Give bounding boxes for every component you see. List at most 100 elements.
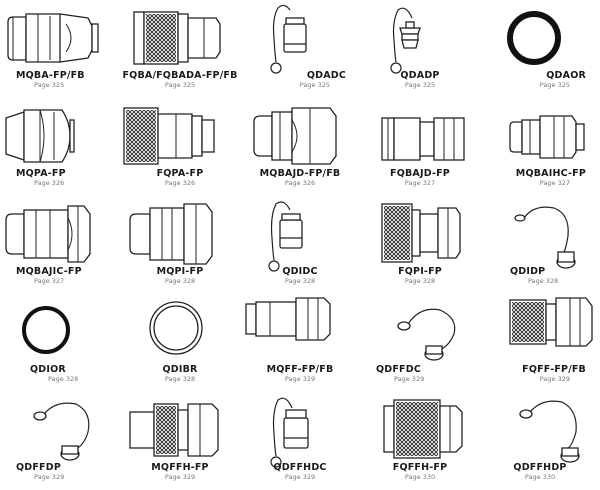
product-item[interactable]: QDIDC Page 328: [240, 196, 360, 294]
o-ring-icon: [22, 306, 70, 354]
dust-cap-icon: [270, 397, 309, 468]
product-page: Page 329: [164, 473, 196, 481]
knurled-coupler-icon: [383, 399, 463, 459]
product-page: Page 329: [394, 375, 425, 383]
product-name: QDFFHDC: [273, 462, 327, 473]
coupler-plug-icon: [253, 107, 337, 165]
product-item[interactable]: QDFFHDP Page 330: [480, 392, 600, 490]
product-page: Page 328: [164, 375, 196, 383]
o-ring-icon: [507, 11, 561, 65]
product-page: Page 327: [539, 179, 570, 187]
knurled-coupler-icon: [123, 107, 215, 165]
knurled-coupler-icon: [133, 11, 221, 65]
product-item[interactable]: MQBAIHC-FP Page 327: [480, 98, 600, 196]
product-name: QDFFDC: [376, 364, 421, 375]
product-name: FQPI-FP: [398, 266, 442, 277]
coupler-plug-icon: [7, 13, 99, 63]
product-item[interactable]: QDFFDC Page 329: [360, 294, 480, 392]
knurled-coupler-icon: [509, 297, 593, 347]
knurled-coupler-icon: [381, 203, 461, 263]
product-item[interactable]: MQFFH-FP Page 329: [120, 392, 240, 490]
product-page: Page 329: [284, 473, 316, 481]
product-page: Page 328: [284, 277, 316, 285]
product-item[interactable]: MQBA-FP/FB Page 325: [0, 0, 120, 98]
product-item[interactable]: FQPI-FP Page 328: [360, 196, 480, 294]
product-page: Page 325: [164, 81, 196, 89]
product-name: QDIDP: [510, 266, 546, 277]
coupler-plug-icon: [5, 109, 75, 163]
product-page: Page 327: [34, 277, 65, 285]
product-item[interactable]: QDIDP Page 328: [480, 196, 600, 294]
product-page: Page 328: [404, 277, 436, 285]
tethered-cap-icon: [519, 400, 580, 463]
product-page: Page 325: [404, 81, 436, 89]
product-name: QDADC: [306, 70, 346, 81]
product-name: MQPI-FP: [156, 266, 204, 277]
product-name: QDFFDP: [16, 462, 61, 473]
tethered-cap-icon: [397, 308, 456, 361]
product-name: FQFFH-FP: [392, 462, 448, 473]
product-item[interactable]: FQFF-FP/FB Page 329: [480, 294, 600, 392]
product-page: Page 329: [284, 375, 316, 383]
product-page: Page 329: [34, 473, 65, 481]
product-name: QDFFHDP: [513, 462, 567, 473]
product-item[interactable]: QDFFHDC Page 329: [240, 392, 360, 490]
product-name: QDIOR: [30, 364, 66, 375]
product-name: FQFF-FP/FB: [522, 364, 586, 375]
product-name: MQPA-FP: [16, 168, 66, 179]
product-page: Page 327: [404, 179, 436, 187]
product-item[interactable]: QDIBR Page 328: [120, 294, 240, 392]
product-page: Page 325: [299, 81, 330, 89]
coupler-plug-icon: [5, 205, 91, 263]
flat-face-plug-icon: [129, 403, 219, 457]
product-item[interactable]: FQPA-FP Page 326: [120, 98, 240, 196]
product-item[interactable]: MQBAJD-FP/FB Page 326: [240, 98, 360, 196]
socket-coupler-icon: [381, 117, 465, 161]
product-page: Page 326: [34, 179, 65, 187]
product-item[interactable]: QDADP Page 325: [360, 0, 480, 98]
product-item[interactable]: FQBA/FQBADA-FP/FB Page 325: [120, 0, 240, 98]
dust-cap-icon: [270, 4, 307, 74]
product-page: Page 330: [524, 473, 556, 481]
dust-plug-icon: [390, 7, 421, 74]
tethered-cap-icon: [33, 402, 90, 461]
product-item[interactable]: QDAOR Page 325: [480, 0, 600, 98]
product-page: Page 328: [164, 277, 196, 285]
product-name: FQBA/FQBADA-FP/FB: [122, 70, 238, 81]
product-name: MQFFH-FP: [151, 462, 209, 473]
tethered-cap-icon: [514, 206, 576, 269]
product-name: MQBAIHC-FP: [515, 168, 586, 179]
product-item[interactable]: QDADC Page 325: [240, 0, 360, 98]
product-name: QDIDC: [282, 266, 318, 277]
product-name: QDIBR: [162, 364, 198, 375]
product-item[interactable]: MQFF-FP/FB Page 329: [240, 294, 360, 392]
product-name: QDAOR: [546, 70, 586, 81]
product-item[interactable]: FQFFH-FP Page 330: [360, 392, 480, 490]
product-item[interactable]: MQPA-FP Page 326: [0, 98, 120, 196]
product-name: MQBAJD-FP/FB: [259, 168, 341, 179]
product-item[interactable]: MQPI-FP Page 328: [120, 196, 240, 294]
product-name: MQBA-FP/FB: [16, 70, 85, 81]
product-item[interactable]: FQBAJD-FP Page 327: [360, 98, 480, 196]
product-name: MQBAJIC-FP: [16, 266, 82, 277]
product-name: FQBAJD-FP: [390, 168, 450, 179]
product-name: QDADP: [400, 70, 440, 81]
product-page: Page 326: [164, 179, 196, 187]
product-name: FQPA-FP: [156, 168, 204, 179]
product-page: Page 328: [528, 277, 559, 285]
flat-face-plug-icon: [245, 297, 331, 341]
product-item[interactable]: QDFFDP Page 329: [0, 392, 120, 490]
product-page: Page 328: [48, 375, 79, 383]
product-item[interactable]: MQBAJIC-FP Page 327: [0, 196, 120, 294]
coupler-plug-icon: [129, 203, 213, 265]
dust-cap-icon: [268, 201, 303, 272]
coupler-plug-icon: [509, 115, 585, 159]
product-page: Page 325: [34, 81, 65, 89]
product-page: Page 325: [539, 81, 570, 89]
product-item[interactable]: QDIOR Page 328: [0, 294, 120, 392]
backup-ring-icon: [149, 301, 203, 355]
product-name: MQFF-FP/FB: [266, 364, 334, 375]
product-page: Page 329: [539, 375, 570, 383]
product-page: Page 330: [404, 473, 436, 481]
